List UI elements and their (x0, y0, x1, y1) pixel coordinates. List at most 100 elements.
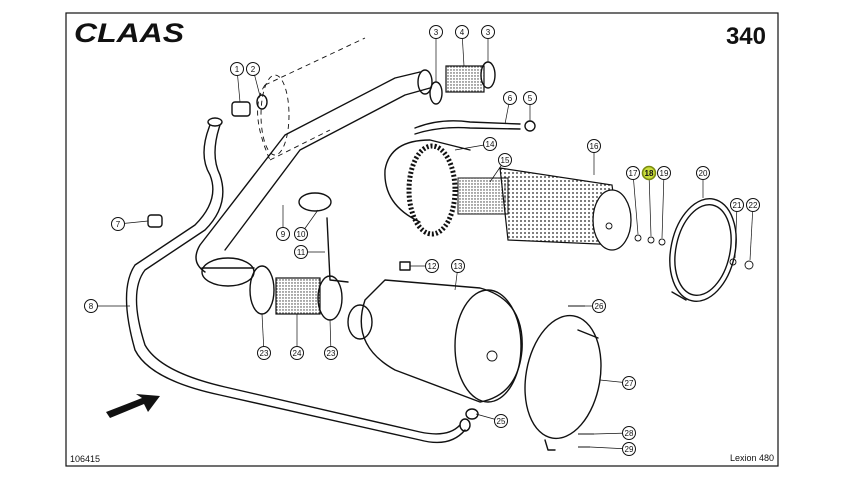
duct-end-top (417, 69, 433, 95)
sleeve-part-1 (231, 101, 251, 117)
callout-26[interactable]: 26 (592, 299, 606, 313)
callout-22[interactable]: 22 (746, 198, 760, 212)
callout-29[interactable]: 29 (622, 442, 636, 456)
callout-circle[interactable] (483, 137, 497, 151)
callout-number: 28 (625, 429, 634, 438)
callout-circle[interactable] (451, 259, 465, 273)
callout-number: 7 (116, 220, 121, 229)
callout-circle[interactable] (494, 414, 508, 428)
housing-rim (454, 289, 522, 403)
callout-18-highlighted[interactable]: 18 (641, 165, 657, 181)
callout-21[interactable]: 21 (730, 198, 744, 212)
leader-line (632, 172, 639, 235)
hose-end-lower (459, 418, 471, 432)
screws-part-28-29 (578, 433, 594, 448)
callout-16[interactable]: 16 (587, 139, 601, 153)
callout-12[interactable]: 12 (425, 259, 439, 273)
callout-number: 8 (89, 302, 94, 311)
housing-outlet (347, 304, 373, 340)
callout-circle[interactable] (111, 217, 125, 231)
cover-clips (544, 329, 599, 451)
callout-circle[interactable] (587, 139, 601, 153)
callout-circle[interactable] (746, 198, 760, 212)
seal-part-19 (658, 238, 666, 246)
callout-15[interactable]: 15 (498, 153, 512, 167)
callout-2[interactable]: 2 (246, 62, 260, 76)
callout-number: 25 (497, 417, 506, 426)
callout-3[interactable]: 3 (481, 25, 495, 39)
callout-circle[interactable] (622, 376, 636, 390)
callout-24[interactable]: 24 (290, 346, 304, 360)
callout-number: 9 (281, 230, 286, 239)
callout-circle[interactable] (641, 165, 657, 181)
callout-25[interactable]: 25 (494, 414, 508, 428)
callout-5[interactable]: 5 (523, 91, 537, 105)
leader-line (749, 204, 754, 261)
callout-circle[interactable] (730, 198, 744, 212)
callout-circle[interactable] (294, 245, 308, 259)
callout-number: 3 (486, 28, 491, 37)
hose-end (207, 117, 223, 127)
callout-1[interactable]: 1 (230, 62, 244, 76)
callout-circle[interactable] (425, 259, 439, 273)
callout-number: 26 (595, 302, 604, 311)
callout-number: 16 (590, 142, 599, 151)
callout-circle[interactable] (455, 25, 469, 39)
callout-circle[interactable] (657, 166, 671, 180)
callout-circle[interactable] (257, 346, 271, 360)
cover-part-27 (524, 314, 602, 440)
callout-7[interactable]: 7 (111, 217, 125, 231)
callout-circle[interactable] (498, 153, 512, 167)
callout-circle[interactable] (429, 25, 443, 39)
washer-part-21 (729, 258, 737, 266)
leader-line (648, 172, 652, 237)
cover-20-clip (671, 291, 687, 301)
callout-circle[interactable] (622, 426, 636, 440)
intake-duct-upper-edge (224, 87, 431, 251)
callout-number: 20 (699, 169, 708, 178)
callout-23[interactable]: 23 (324, 346, 338, 360)
callout-circle[interactable] (626, 166, 640, 180)
callout-19[interactable]: 19 (657, 166, 671, 180)
callout-3[interactable]: 3 (429, 25, 443, 39)
callout-number: 23 (327, 349, 336, 358)
callout-number: 22 (749, 201, 758, 210)
callout-28[interactable]: 28 (622, 426, 636, 440)
leader-line (734, 204, 738, 259)
callout-10[interactable]: 10 (294, 227, 308, 241)
callout-circle[interactable] (481, 25, 495, 39)
clamp-part-2 (256, 94, 268, 110)
callout-11[interactable]: 11 (294, 245, 308, 259)
callout-circle[interactable] (503, 91, 517, 105)
callout-circle[interactable] (230, 62, 244, 76)
callout-13[interactable]: 13 (451, 259, 465, 273)
callout-6[interactable]: 6 (503, 91, 517, 105)
callout-4[interactable]: 4 (455, 25, 469, 39)
filter-element-end (592, 189, 632, 251)
callout-circle[interactable] (276, 227, 290, 241)
callout-circle[interactable] (696, 166, 710, 180)
brand-logo: CLAAS (74, 18, 184, 48)
callout-8[interactable]: 8 (84, 299, 98, 313)
callout-circle[interactable] (246, 62, 260, 76)
callout-circle[interactable] (294, 227, 308, 241)
callout-circle[interactable] (84, 299, 98, 313)
callout-14[interactable]: 14 (483, 137, 497, 151)
bellows-part-24 (275, 277, 321, 315)
callout-17[interactable]: 17 (626, 166, 640, 180)
callout-20[interactable]: 20 (696, 166, 710, 180)
callout-circle[interactable] (622, 442, 636, 456)
callout-9[interactable]: 9 (276, 227, 290, 241)
callout-23[interactable]: 23 (257, 346, 271, 360)
callout-circle[interactable] (592, 299, 606, 313)
hose-pipe-inner (135, 124, 461, 435)
callout-circle[interactable] (523, 91, 537, 105)
callout-circle[interactable] (290, 346, 304, 360)
callout-circle[interactable] (324, 346, 338, 360)
callout-number: 2 (251, 65, 256, 74)
callout-27[interactable]: 27 (622, 376, 636, 390)
drawing-number: 106415 (70, 454, 100, 464)
bellows-part-4 (445, 65, 485, 93)
